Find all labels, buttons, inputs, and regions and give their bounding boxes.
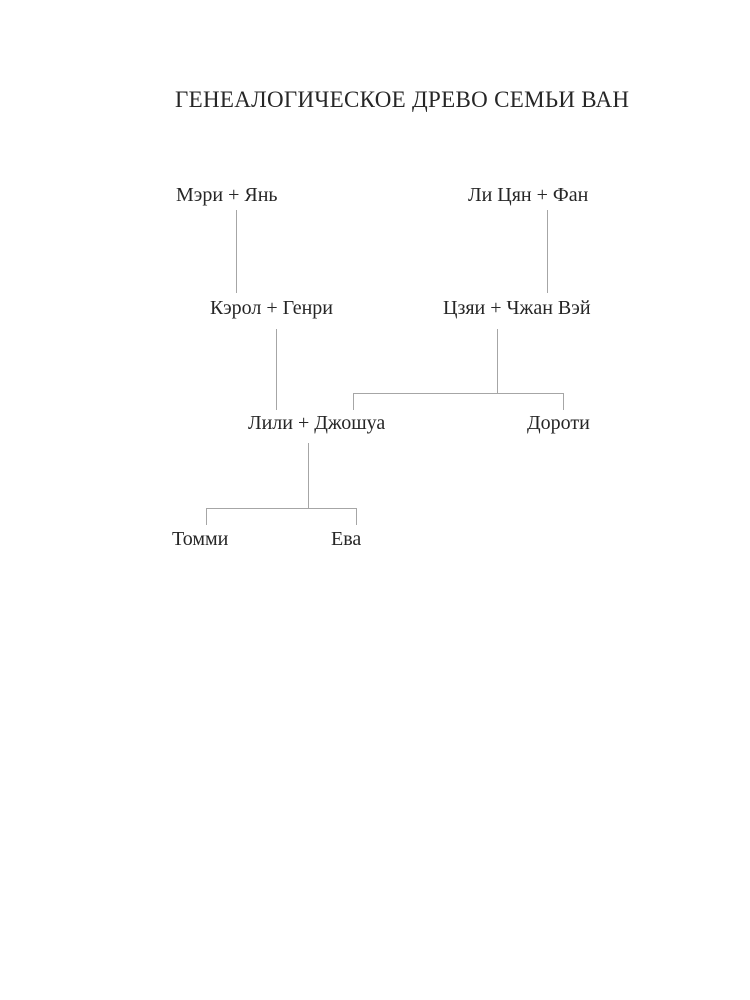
node-li-qiang-fan: Ли Цян + Фан: [468, 184, 589, 206]
connector-carol-henry-to-lily: [276, 329, 277, 410]
page-title: ГЕНЕАЛОГИЧЕСКОЕ ДРЕВО СЕМЬИ ВАН: [175, 87, 630, 112]
connector-branch-to-eva: [356, 508, 357, 525]
connector-mary-yan-to-carol-henry: [236, 210, 237, 293]
node-carol-henry: Кэрол + Генри: [210, 297, 333, 319]
node-jiayi-zhang-wei: Цзяи + Чжан Вэй: [443, 297, 591, 319]
node-tommy: Томми: [172, 528, 229, 550]
connector-li-qiang-fan-to-jiayi-zhang-wei: [547, 210, 548, 293]
connector-jiayi-zhang-wei-branch: [353, 393, 564, 394]
connector-branch-to-dorothy: [563, 393, 564, 410]
connector-lily-joshua-branch: [206, 508, 357, 509]
connector-jiayi-zhang-wei-stem: [497, 329, 498, 393]
node-mary-yan: Мэри + Янь: [176, 184, 278, 206]
connector-branch-to-joshua: [353, 393, 354, 410]
node-dorothy: Дороти: [527, 412, 590, 434]
connector-branch-to-tommy: [206, 508, 207, 525]
connector-lily-joshua-stem: [308, 443, 309, 508]
node-eva: Ева: [331, 528, 362, 550]
node-lily-joshua: Лили + Джошуа: [248, 412, 386, 434]
